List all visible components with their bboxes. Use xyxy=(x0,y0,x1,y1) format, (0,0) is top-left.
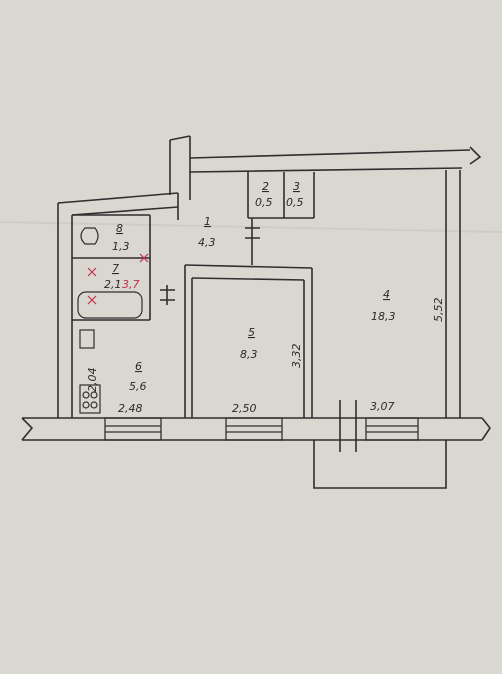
bottom-wall-breaks xyxy=(21,417,491,441)
room4-number: 4 xyxy=(383,288,390,301)
toilet-icon xyxy=(80,227,99,245)
dim-room5-width: 2,50 xyxy=(232,402,257,415)
room5-number: 5 xyxy=(248,326,255,339)
room2-number: 2 xyxy=(262,180,269,193)
window-room5 xyxy=(225,417,283,441)
upper-left-wall xyxy=(57,192,179,216)
red-cross-icon-3 xyxy=(139,253,149,263)
room8-number: 8 xyxy=(116,222,123,235)
room7-area: 2,1 xyxy=(104,278,122,291)
top-wall xyxy=(189,149,471,173)
dim-room5-depth: 3,32 xyxy=(290,344,303,369)
dim-room6-width: 2,48 xyxy=(118,402,143,415)
room1-area: 4,3 xyxy=(198,236,216,249)
window-room6 xyxy=(104,417,162,441)
sink-icon xyxy=(79,329,95,349)
corridor-wall xyxy=(177,193,186,418)
balcony xyxy=(313,440,447,489)
stove-icon xyxy=(79,384,101,414)
room8-area: 1,3 xyxy=(112,240,130,253)
dim-room6-depth: 2,04 xyxy=(86,368,99,393)
paper-fold xyxy=(0,221,502,233)
bathtub-icon xyxy=(77,291,143,319)
red-note: 3,7 xyxy=(122,278,140,291)
room5-top-wall xyxy=(184,264,313,281)
red-marks xyxy=(87,253,149,305)
fixtures xyxy=(77,227,143,414)
room2-area: 0,5 xyxy=(255,196,273,209)
closets xyxy=(247,172,315,219)
door-mark xyxy=(160,285,175,305)
windows xyxy=(104,417,419,441)
room3-area: 0,5 xyxy=(286,196,304,209)
room6-area: 5,6 xyxy=(129,380,147,393)
balcony-door xyxy=(339,400,357,452)
right-wall xyxy=(445,170,461,418)
door-mark-2 xyxy=(245,227,260,239)
room6-number: 6 xyxy=(135,360,142,373)
red-cross-icon-2 xyxy=(87,295,97,305)
left-outer-wall xyxy=(57,203,73,418)
dim-room4-width: 3,07 xyxy=(370,400,395,413)
bath-walls xyxy=(72,214,151,321)
dim-room4-depth: 5,52 xyxy=(432,298,445,323)
room3-number: 3 xyxy=(293,180,300,193)
room1-number: 1 xyxy=(204,215,211,228)
room5-right-wall xyxy=(303,268,313,418)
room5-area: 8,3 xyxy=(240,348,258,361)
window-room4 xyxy=(365,417,419,441)
top-wall-break xyxy=(469,146,482,165)
shaft xyxy=(169,135,191,200)
room7-number: 7 xyxy=(112,262,119,275)
room4-area: 18,3 xyxy=(371,310,396,323)
red-cross-icon xyxy=(87,267,97,277)
